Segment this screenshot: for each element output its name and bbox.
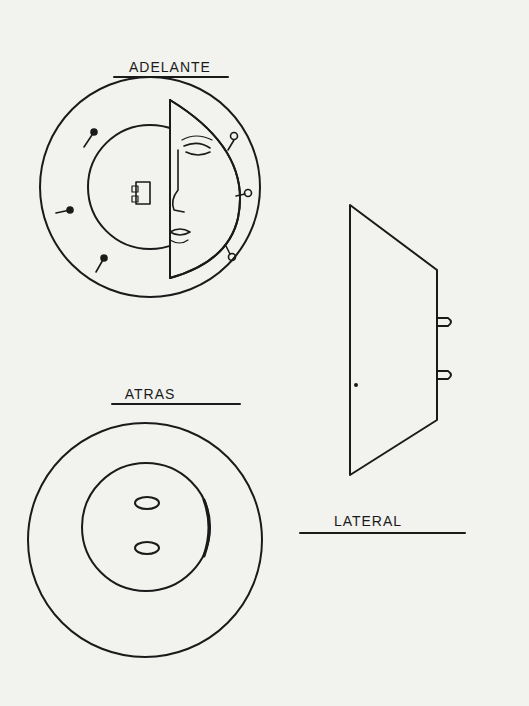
side-view (350, 205, 451, 475)
front-view (40, 77, 260, 297)
title-underline (300, 532, 465, 534)
title-underline (112, 403, 240, 405)
view-title: ADELANTE (129, 59, 211, 75)
back-view (28, 423, 262, 657)
view-title: LATERAL (334, 513, 402, 529)
view-title: ATRAS (125, 386, 176, 402)
